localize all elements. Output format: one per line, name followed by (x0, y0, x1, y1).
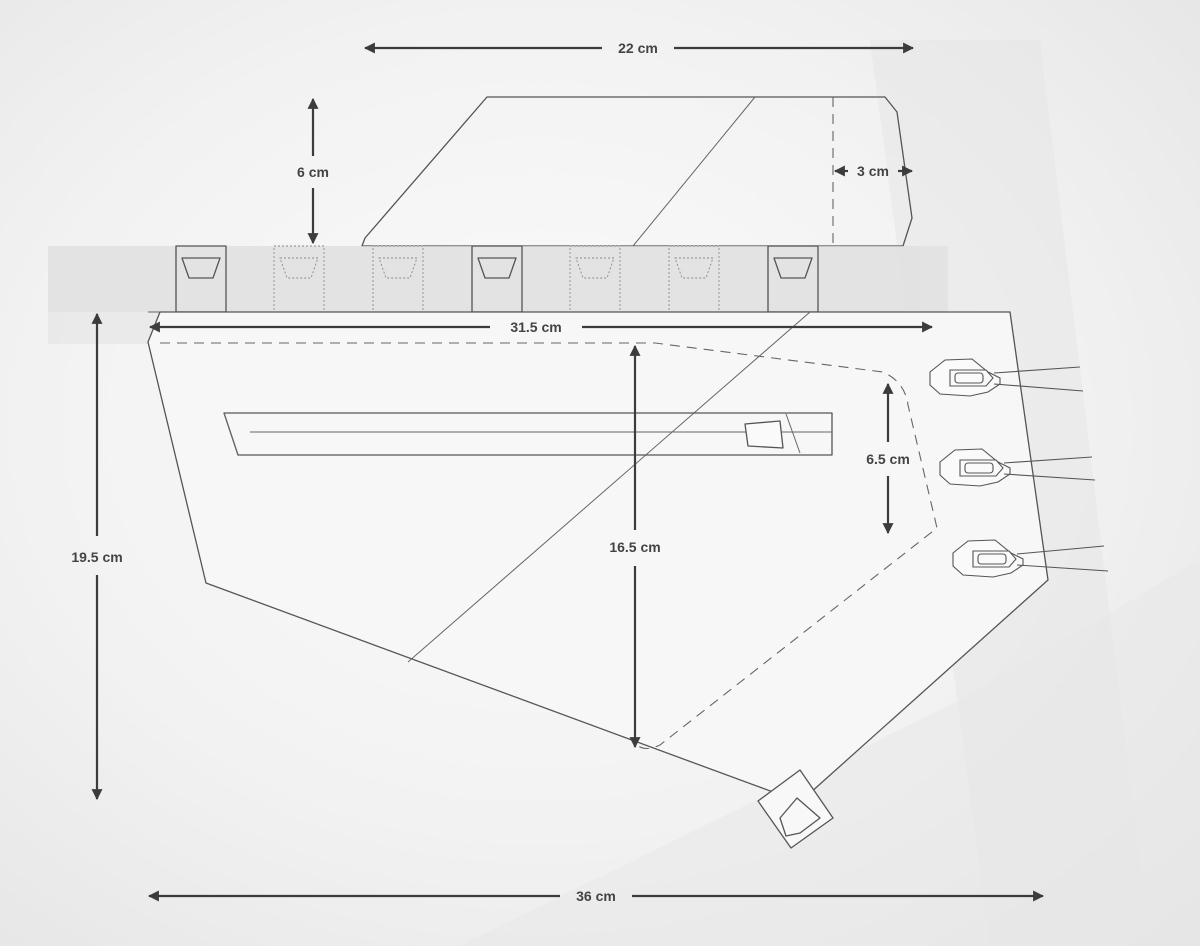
bottom-strap-tab (757, 769, 834, 849)
label-22cm: 22 cm (618, 40, 658, 56)
main-frame-bag (147, 311, 1049, 849)
dimension-inner-height: 16.5 cm (609, 344, 661, 749)
dimension-overall-height: 19.5 cm (71, 312, 123, 801)
dimension-top-height: 6 cm (297, 97, 329, 245)
buckle-2 (939, 448, 1096, 487)
dimension-top-side: 3 cm (833, 163, 914, 179)
label-6cm: 6 cm (297, 164, 329, 180)
strap-strip (48, 245, 1010, 313)
dimension-bottom-length: 36 cm (147, 888, 1045, 904)
label-6-5cm: 6.5 cm (866, 451, 910, 467)
zipper (223, 412, 833, 456)
dimension-top-length: 22 cm (363, 40, 915, 56)
label-3cm: 3 cm (857, 163, 889, 179)
buckle-1 (929, 358, 1084, 397)
dimension-main-top: 31.5 cm (148, 319, 934, 335)
label-31-5cm: 31.5 cm (510, 319, 561, 335)
top-tube-bag (361, 96, 913, 247)
buckle-3 (952, 539, 1109, 578)
label-16-5cm: 16.5 cm (609, 539, 660, 555)
dimension-rear-height: 6.5 cm (866, 382, 910, 535)
label-36cm: 36 cm (576, 888, 616, 904)
label-19-5cm: 19.5 cm (71, 549, 122, 565)
